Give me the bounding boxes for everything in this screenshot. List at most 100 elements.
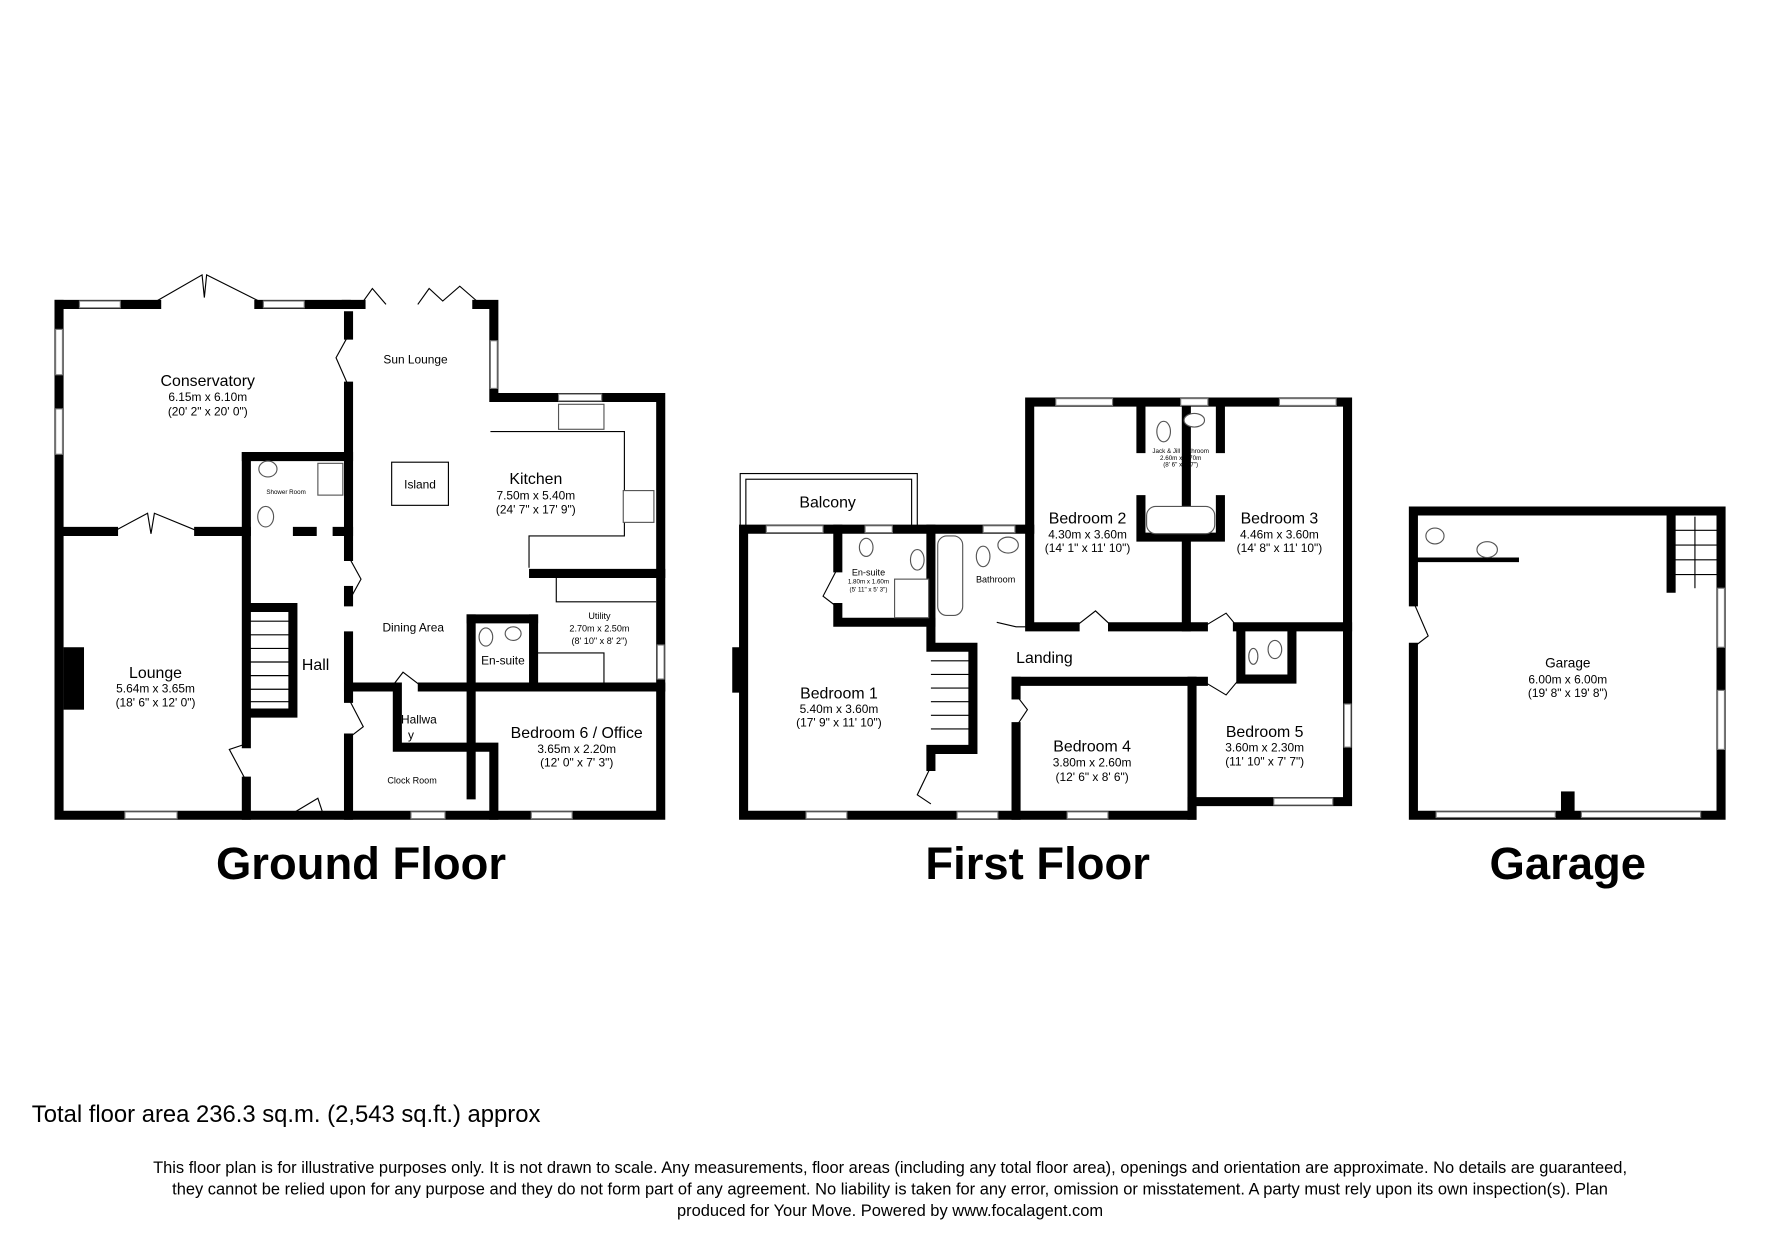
basin-icon <box>258 460 278 478</box>
bath-icon <box>1146 505 1216 535</box>
room-metric: 3.65m x 2.20m <box>537 742 616 756</box>
room-name: Bedroom 2 <box>1049 511 1127 528</box>
room-metric: 1.80m x 1.60m <box>848 579 889 586</box>
room-metric: 3.60m x 2.30m <box>1225 741 1304 755</box>
basin-icon <box>909 549 925 571</box>
toilet-icon <box>478 627 494 647</box>
room-name: Conservatory <box>161 373 255 390</box>
floor-title: First Floor <box>925 838 1150 889</box>
basin-icon <box>504 626 522 642</box>
room-imperial: (14' 8" x 11' 10") <box>1237 541 1323 555</box>
kitchen-units <box>63 403 657 710</box>
room-imperial: (8' 6" x 5' 7") <box>1163 462 1198 469</box>
stairs-icon <box>249 620 293 703</box>
shower-tray-icon <box>317 462 344 496</box>
disclaimer-line: produced for Your Move. Powered by www.f… <box>677 1202 1103 1220</box>
room-name: Landing <box>1016 650 1073 667</box>
room-imperial: (5' 11" x 5' 3") <box>850 587 888 594</box>
basin-icon <box>1476 541 1498 559</box>
room-name: Island <box>404 477 436 491</box>
room-name: Garage <box>1545 656 1590 671</box>
room-metric: 6.00m x 6.00m <box>1528 673 1607 687</box>
footer: Total floor area 236.3 sq.m. (2,543 sq.f… <box>32 1101 1627 1220</box>
room-metric: 2.70m x 2.50m <box>569 623 629 633</box>
stairs-icon <box>930 660 973 730</box>
disclaimer-line: they cannot be relied upon for any purpo… <box>172 1180 1608 1198</box>
ground-floor-doors <box>113 273 478 816</box>
island-unit <box>391 461 449 506</box>
garage-walls <box>1408 506 1726 820</box>
room-name: Bedroom 6 / Office <box>511 725 643 742</box>
total-floor-area: Total floor area 236.3 sq.m. (2,543 sq.f… <box>32 1101 541 1128</box>
chimney-breast <box>732 647 744 693</box>
room-metric: 7.50m x 5.40m <box>496 489 575 503</box>
room-imperial: (8' 10" x 8' 2") <box>571 636 627 646</box>
room-imperial: (12' 6" x 8' 6") <box>1055 770 1128 784</box>
room-name: En-suite <box>481 653 525 667</box>
room-name: Dining Area <box>382 620 444 634</box>
room-name: Sun Lounge <box>383 352 448 366</box>
room-metric: 4.46m x 3.60m <box>1240 527 1319 541</box>
room-imperial: (24' 7" x 17' 9") <box>496 502 576 516</box>
toilet-icon <box>1267 639 1283 660</box>
room-imperial: (11' 10" x 7' 7") <box>1225 754 1304 768</box>
basin-icon <box>1183 412 1206 428</box>
room-name: Bedroom 4 <box>1053 739 1131 756</box>
room-name: Hall <box>302 657 329 674</box>
toilet-icon <box>1156 420 1172 443</box>
toilet-icon <box>1425 527 1445 545</box>
garage-door <box>1412 601 1429 648</box>
floor-title: Garage <box>1490 838 1646 889</box>
ground-floor-labels: Conservatory 6.15m x 6.10m (20' 2" x 20'… <box>116 352 643 785</box>
first-floor-fixtures <box>732 412 1283 730</box>
room-name: Kitchen <box>509 471 562 488</box>
room-metric: 4.30m x 3.60m <box>1048 527 1127 541</box>
stairs-icon <box>1673 516 1717 589</box>
room-metric: 6.15m x 6.10m <box>168 390 247 404</box>
room-name: En-suite <box>852 568 885 578</box>
toilet-icon <box>858 537 874 557</box>
room-metric: 5.64m x 3.65m <box>116 682 195 696</box>
room-imperial: (20' 2" x 20' 0") <box>168 405 248 419</box>
room-name: Lounge <box>129 665 182 682</box>
room-name: Hallwa <box>401 712 437 726</box>
bath-icon <box>937 535 964 617</box>
ground-floor-windows <box>55 300 665 820</box>
hob-icon <box>622 490 655 523</box>
shower-tray-icon <box>894 578 930 619</box>
first-floor-windows <box>765 398 1352 820</box>
room-name: Bedroom 1 <box>800 685 878 702</box>
room-imperial: (12' 0" x 7' 3") <box>540 755 613 769</box>
room-name: y <box>408 728 414 742</box>
room-imperial: (17' 9" x 11' 10") <box>796 716 882 730</box>
ground-floor-walls <box>54 299 666 820</box>
sink-icon <box>557 403 605 430</box>
room-name: Bathroom <box>976 575 1015 585</box>
room-imperial: (14' 1" x 11' 10") <box>1045 541 1131 555</box>
disclaimer-line: This floor plan is for illustrative purp… <box>153 1159 1627 1177</box>
garage-pillar <box>1560 791 1575 816</box>
room-imperial: (19' 8" x 19' 8") <box>1528 686 1608 700</box>
room-name: Bedroom 3 <box>1241 511 1319 528</box>
room-metric: 5.40m x 3.60m <box>800 702 879 716</box>
room-metric: 3.80m x 2.60m <box>1053 755 1132 769</box>
room-name: Balcony <box>799 495 856 512</box>
first-floor-doors <box>822 567 1238 805</box>
room-name: Jack & Jill Bathroom <box>1152 448 1208 455</box>
room-name: Shower Room <box>266 489 306 496</box>
toilet-icon <box>975 545 991 568</box>
room-name: Bedroom 5 <box>1226 724 1304 741</box>
ground-floor-plan: Conservatory 6.15m x 6.10m (20' 2" x 20'… <box>54 273 666 889</box>
first-floor-walls <box>739 397 1353 820</box>
toilet-icon <box>257 505 275 528</box>
fireplace <box>63 647 85 710</box>
floor-title: Ground Floor <box>216 838 506 889</box>
basin-icon <box>1248 647 1259 665</box>
first-floor-labels: Balcony En-suite 1.80m x 1.60m (5' 11" x… <box>796 448 1322 784</box>
room-name: Clock Room <box>387 775 436 785</box>
room-metric: 2.60m x 1.70m <box>1160 455 1201 462</box>
garage-windows <box>1435 587 1726 819</box>
room-name: Utility <box>588 611 611 621</box>
garage-plan: Garage 6.00m x 6.00m (19' 8" x 19' 8") G… <box>1408 506 1726 889</box>
